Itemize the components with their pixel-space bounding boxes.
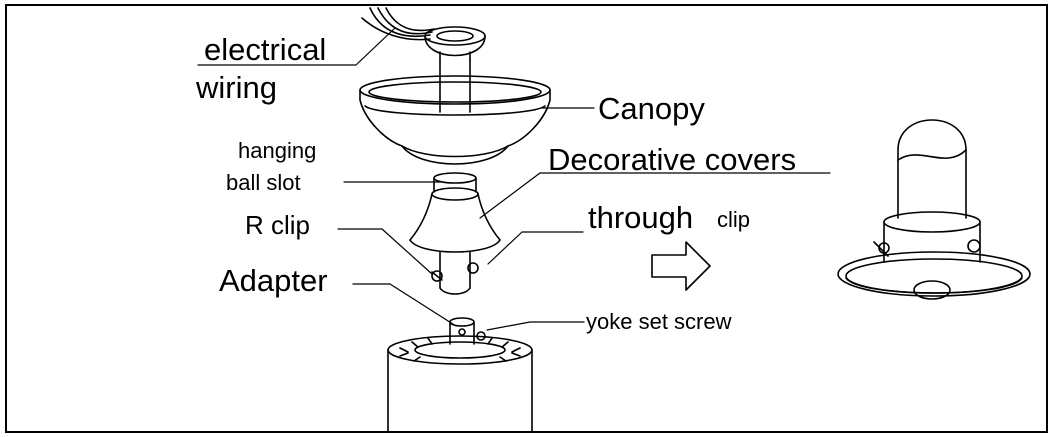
label-electrical: electrical bbox=[204, 32, 327, 67]
label-decorative-covers: Decorative covers bbox=[548, 142, 797, 177]
label-canopy: Canopy bbox=[598, 91, 705, 126]
label-wiring: wiring bbox=[196, 70, 277, 105]
adapter-part bbox=[449, 317, 486, 345]
motor-housing bbox=[387, 335, 533, 433]
lower-rod bbox=[433, 172, 477, 193]
leader-lines bbox=[197, 27, 831, 331]
label-ball-slot: ball slot bbox=[226, 170, 301, 195]
diagram-frame bbox=[5, 4, 1048, 433]
decorative-cover-shape bbox=[409, 187, 501, 253]
hanging-ball-top bbox=[424, 26, 486, 61]
electrical-wires bbox=[361, 7, 435, 41]
canopy-shape bbox=[359, 75, 551, 165]
label-yoke-set-screw: yoke set screw bbox=[586, 309, 732, 334]
label-adapter: Adapter bbox=[219, 263, 328, 298]
rod-with-clips bbox=[431, 251, 479, 295]
label-hanging: hanging bbox=[238, 138, 317, 163]
label-clip: clip bbox=[717, 207, 751, 232]
label-through: through bbox=[588, 200, 694, 235]
right-arrow-icon bbox=[651, 241, 711, 291]
assembled-view bbox=[837, 119, 1031, 300]
label-r-clip: R clip bbox=[245, 210, 311, 240]
